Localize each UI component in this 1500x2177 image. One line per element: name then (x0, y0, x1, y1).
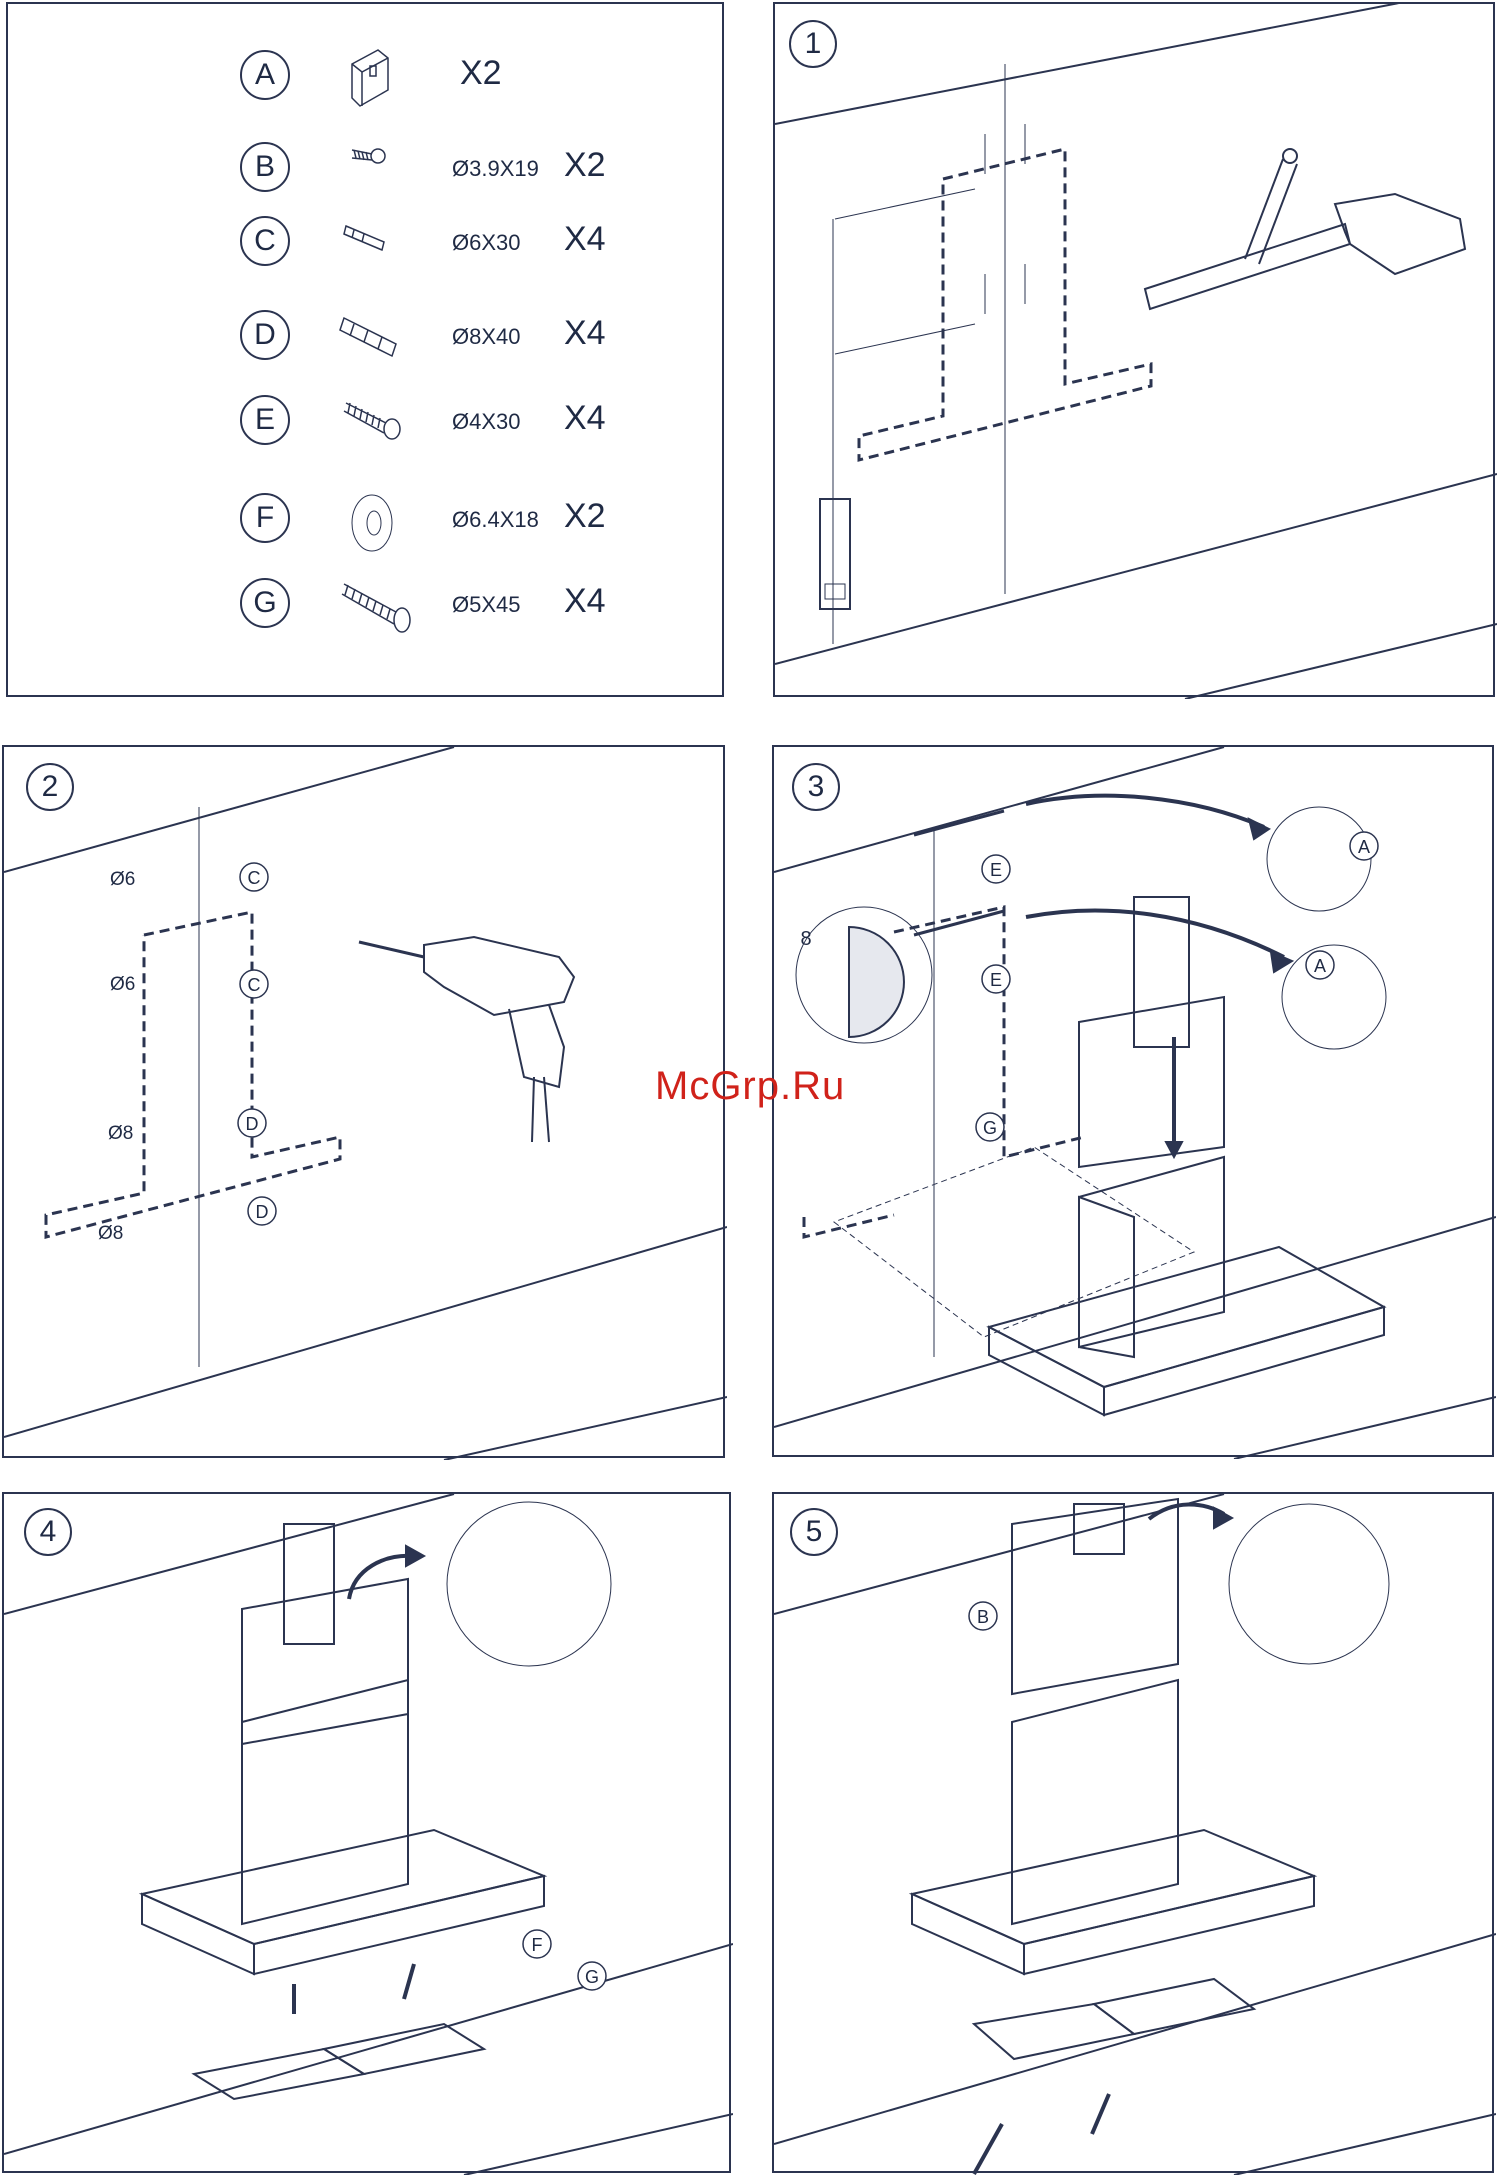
part-dimension: Ø6X30 (452, 230, 521, 256)
dim-label-d8: Ø8 (98, 1223, 123, 1244)
part-callout-e: E (990, 970, 1002, 990)
dim-label-d8: Ø8 (108, 1123, 133, 1144)
dim-label-8: 8 (800, 928, 811, 950)
step-2-illustration: Ø6 Ø6 Ø8 Ø8 C C D D (4, 747, 727, 1460)
part-callout-f: F (532, 1935, 543, 1955)
part-letter: E (240, 395, 290, 445)
part-dimension: Ø3.9X19 (452, 156, 539, 182)
step-4-illustration: F G (4, 1494, 733, 2175)
part-callout-d: D (246, 1114, 259, 1134)
dim-label-d6: Ø6 (110, 869, 135, 890)
part-row-e: E Ø4X30 X4 (8, 389, 722, 449)
step-1-panel: 1 (773, 2, 1495, 697)
part-quantity: X2 (564, 146, 606, 185)
dim-label-d6: Ø6 (110, 974, 135, 995)
part-letter: D (240, 310, 290, 360)
part-letter: B (240, 142, 290, 192)
part-callout-b: B (977, 1607, 989, 1627)
part-letter: F (240, 493, 290, 543)
part-quantity: X4 (564, 582, 606, 621)
part-row-a: A X2 (8, 44, 722, 104)
part-callout-a: A (1358, 837, 1370, 857)
part-callout-c: C (248, 975, 261, 995)
part-dimension: Ø8X40 (452, 324, 521, 350)
part-letter: G (240, 578, 290, 628)
part-letter: A (240, 50, 290, 100)
part-row-d: D Ø8X40 X4 (8, 304, 722, 364)
part-dimension: Ø6.4X18 (452, 507, 539, 533)
step-3-illustration: E E A A G 8 (774, 747, 1496, 1459)
step-number: 1 (789, 20, 837, 68)
part-letter: C (240, 216, 290, 266)
part-row-f: F Ø6.4X18 X2 (8, 487, 722, 547)
part-callout-g: G (983, 1118, 997, 1138)
part-quantity: X2 (460, 54, 502, 93)
part-row-g: G Ø5X45 X4 (8, 572, 722, 632)
step-2-panel: Ø6 Ø6 Ø8 Ø8 C C D D 2 (2, 745, 725, 1458)
part-dimension: Ø4X30 (452, 409, 521, 435)
step-5-panel: B 5 (772, 1492, 1494, 2173)
part-quantity: X2 (564, 497, 606, 536)
part-callout-c: C (248, 868, 261, 888)
part-quantity: X4 (564, 220, 606, 259)
part-callout-e: E (990, 860, 1002, 880)
step-number: 3 (792, 763, 840, 811)
part-quantity: X4 (564, 399, 606, 438)
part-callout-d: D (256, 1202, 269, 1222)
step-1-illustration (775, 4, 1497, 699)
step-number: 5 (790, 1508, 838, 1556)
step-3-panel: E E A A G 8 3 (772, 745, 1494, 1457)
part-callout-g: G (585, 1967, 599, 1987)
step-4-panel: F G 4 (2, 1492, 731, 2173)
part-dimension: Ø5X45 (452, 592, 521, 618)
step-number: 4 (24, 1508, 72, 1556)
step-number: 2 (26, 763, 74, 811)
part-callout-a: A (1314, 956, 1326, 976)
watermark-text: McGrp.Ru (655, 1064, 845, 1109)
step-5-illustration: B (774, 1494, 1496, 2175)
part-row-c: C Ø6X30 X4 (8, 210, 722, 270)
part-quantity: X4 (564, 314, 606, 353)
part-row-b: B Ø3.9X19 X2 (8, 136, 722, 196)
